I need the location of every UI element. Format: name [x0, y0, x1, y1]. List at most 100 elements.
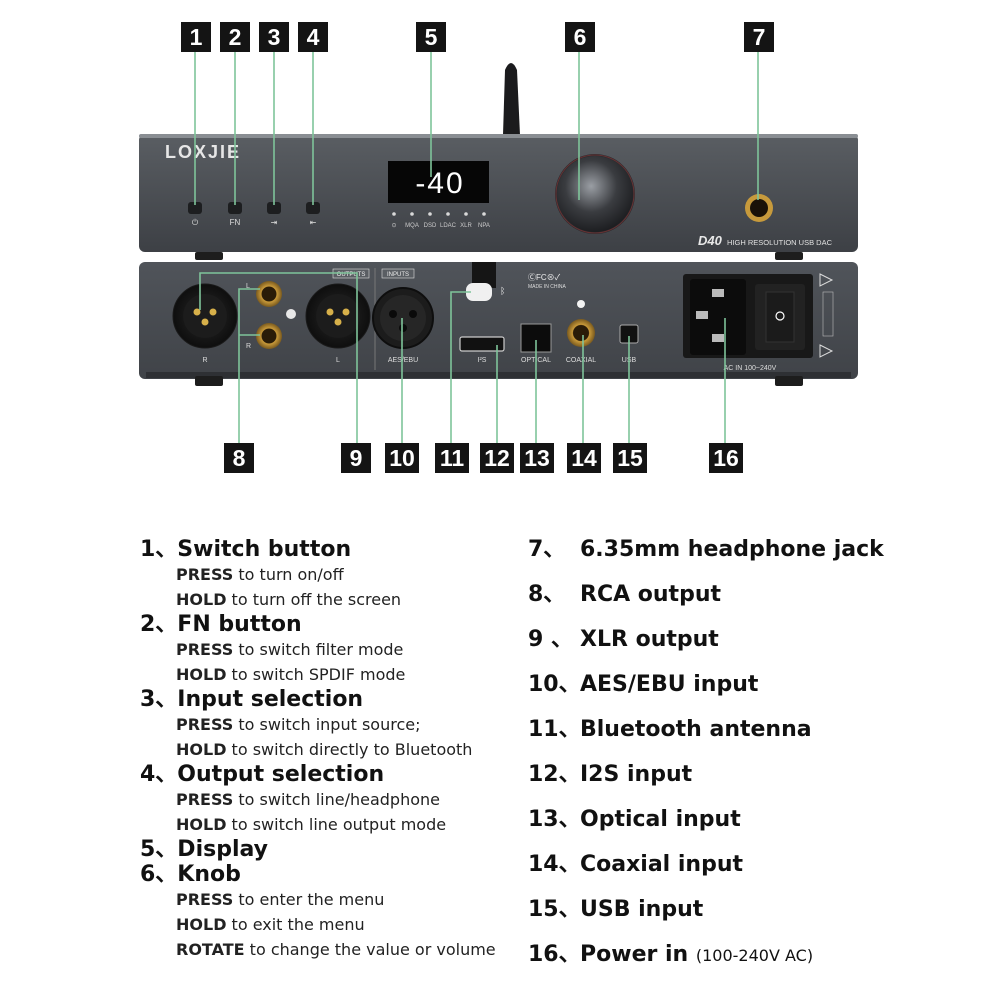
antenna — [503, 63, 520, 135]
rca-output-l — [256, 281, 282, 307]
inputs-label: INPUTS — [387, 272, 409, 278]
device-diagram: LOXJIE ⏻ FN ⇥ ⇤ -40 ⊙ MQA DSD LDAC XLR N… — [139, 52, 858, 443]
action-word: HOLD — [176, 665, 227, 684]
badge-11: 11 — [435, 443, 469, 473]
svg-text:L: L — [336, 357, 340, 364]
svg-text:I²S: I²S — [478, 357, 487, 364]
badge-16: 16 — [709, 443, 743, 473]
badge-5: 5 — [416, 22, 446, 52]
desc-power-in: 16、Power in (100-240V AC) — [528, 942, 814, 967]
action-text: to switch filter mode — [233, 640, 404, 659]
desc-title: 2、FN button — [140, 612, 302, 637]
brand-logo: LOXJIE — [165, 142, 241, 162]
desc-optical-input: 13、Optical input — [528, 807, 741, 832]
svg-text:R: R — [246, 343, 251, 350]
desc-title: 1、Switch button — [140, 537, 352, 562]
front-panel — [139, 134, 858, 252]
desc-i2s-input: 12、I2S input — [528, 762, 693, 787]
outputs-label: OUTPUTS — [337, 272, 366, 278]
desc-title: 6、Knob — [140, 862, 241, 887]
badge-3: 3 — [259, 22, 289, 52]
volume-knob — [555, 154, 635, 234]
input-button-label: ⇥ — [271, 218, 278, 227]
desc-headphone-jack: 7、6.35mm headphone jack — [528, 537, 884, 562]
front-indicators: ⊙ MQA DSD LDAC XLR NPA — [391, 212, 490, 229]
input-select-button — [267, 202, 281, 214]
power-button-label: ⏻ — [192, 218, 199, 227]
svg-text:L: L — [246, 283, 250, 290]
action-text: to enter the menu — [233, 890, 385, 909]
svg-text:XLR: XLR — [460, 223, 472, 229]
desc-xlr-output: 9 、XLR output — [528, 627, 719, 652]
left-descriptions: 1、Switch button PRESS to turn on/off HOL… — [140, 537, 496, 962]
action-text: to turn on/off — [233, 565, 344, 584]
badge-8: 8 — [224, 443, 254, 473]
desc-title: 3、Input selection — [140, 687, 364, 712]
desc-coaxial-input: 14、Coaxial input — [528, 852, 744, 877]
action-word: HOLD — [176, 815, 227, 834]
badge-14: 14 — [567, 443, 601, 473]
svg-text:LDAC: LDAC — [440, 223, 457, 229]
badge-1: 1 — [181, 22, 211, 52]
desc-fn-button: 2、FN button PRESS to switch filter mode … — [140, 612, 496, 687]
desc-aes-ebu-input: 10、AES/EBU input — [528, 672, 759, 697]
model-name: D40 — [698, 233, 723, 248]
desc-input-selection: 3、Input selection PRESS to switch input … — [140, 687, 496, 762]
action-word: ROTATE — [176, 940, 245, 959]
svg-text:DSD: DSD — [424, 223, 437, 229]
desc-display: 5、Display — [140, 837, 496, 862]
desc-title: 4、Output selection — [140, 762, 385, 787]
badge-2: 2 — [220, 22, 250, 52]
badge-7: 7 — [744, 22, 774, 52]
svg-text:NPA: NPA — [478, 223, 490, 229]
desc-title: 5、Display — [140, 837, 269, 862]
action-word: PRESS — [176, 565, 234, 584]
svg-text:R: R — [202, 357, 207, 364]
svg-text:ⒸFC⊗✓: ⒸFC⊗✓ — [528, 273, 561, 282]
leader-lines — [194, 52, 759, 443]
svg-text:ᛒ: ᛒ — [500, 286, 505, 296]
desc-output-selection: 4、Output selection PRESS to switch line/… — [140, 762, 496, 837]
rca-output-r — [256, 323, 282, 349]
display-value: -40 — [415, 167, 464, 200]
action-word: HOLD — [176, 590, 227, 609]
svg-text:MADE IN CHINA: MADE IN CHINA — [528, 284, 566, 290]
action-word: PRESS — [176, 640, 234, 659]
svg-text:⊙: ⊙ — [391, 223, 396, 229]
coaxial-input — [567, 319, 595, 347]
action-text: to switch directly to Bluetooth — [226, 740, 473, 759]
action-text: to change the value or volume — [244, 940, 496, 959]
display-screen — [388, 161, 489, 203]
badge-12: 12 — [480, 443, 514, 473]
action-text: to switch line/headphone — [233, 790, 440, 809]
desc-knob: 6、Knob PRESS to enter the menu HOLD to e… — [140, 862, 496, 962]
fn-button-label: FN — [230, 218, 241, 227]
action-text: to switch line output mode — [226, 815, 447, 834]
action-text: to switch input source; — [233, 715, 421, 734]
action-word: HOLD — [176, 915, 227, 934]
desc-usb-input: 15、USB input — [528, 897, 704, 922]
badge-6: 6 — [565, 22, 595, 52]
fn-button — [228, 202, 242, 214]
badge-13: 13 — [520, 443, 554, 473]
desc-switch-button: 1、Switch button PRESS to turn on/off HOL… — [140, 537, 496, 612]
action-word: PRESS — [176, 790, 234, 809]
front-buttons: ⏻ FN ⇥ ⇤ — [188, 202, 320, 227]
desc-rca-output: 8、RCA output — [528, 582, 721, 607]
badge-9: 9 — [341, 443, 371, 473]
action-word: PRESS — [176, 715, 234, 734]
output-select-button — [306, 202, 320, 214]
action-text: to exit the menu — [226, 915, 365, 934]
svg-text:AES/EBU: AES/EBU — [388, 357, 418, 364]
badge-15: 15 — [613, 443, 647, 473]
model-subtitle: HIGH RESOLUTION USB DAC — [727, 238, 833, 247]
action-text: to turn off the screen — [226, 590, 402, 609]
badge-10: 10 — [385, 443, 419, 473]
i2s-input — [459, 336, 505, 352]
output-button-label: ⇤ — [310, 218, 317, 227]
desc-bluetooth-antenna: 11、Bluetooth antenna — [528, 717, 812, 742]
action-word: HOLD — [176, 740, 227, 759]
action-word: PRESS — [176, 890, 234, 909]
action-text: to switch SPDIF mode — [226, 665, 406, 684]
svg-text:AC IN 100~240V: AC IN 100~240V — [724, 365, 777, 372]
